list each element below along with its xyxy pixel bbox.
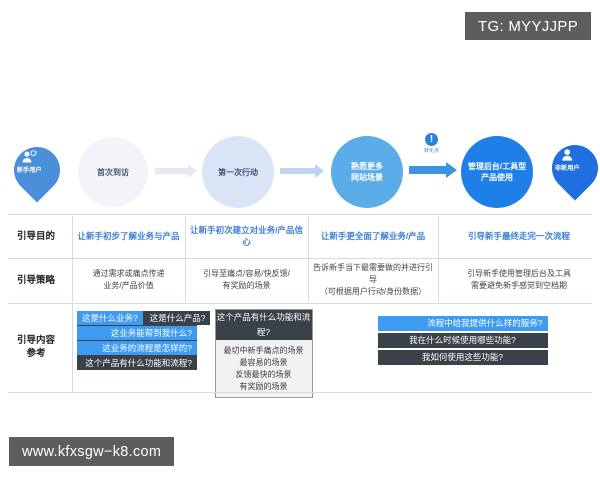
goal-cell-1: 让新手初步了解业务与产品 bbox=[72, 214, 185, 258]
strategy-cell-4-text: 引导新手使用管理后台及工具 需要避免新手感觉到空档期 bbox=[467, 269, 571, 290]
strategy-cell-3-text: 告诉新手当下最需要做的并进行引导 （可根据用户行动/身份数据） bbox=[313, 263, 433, 296]
end-pin-label: 非新用户 bbox=[554, 165, 580, 173]
strategy-cell-1: 通过需求或痛点传递 业务/产品价值 bbox=[72, 258, 185, 302]
goal-cell-1-text: 让新手初步了解业务与产品 bbox=[77, 231, 180, 241]
flow-stage-more-scenes[interactable]: 熟悉更多 网站场景 bbox=[331, 136, 403, 208]
goal-cell-2: 让新手初次建立对业务/产品信心 bbox=[185, 214, 308, 258]
flow-stage-admin-tools[interactable]: 管理后台/工具型 产品使用 bbox=[461, 136, 533, 208]
bubble-group-2: 这个产品有什么功能和流程? 最切中新手痛点的场景 最容易的场景 反馈最快的场景 … bbox=[214, 309, 313, 398]
flow-stage-first-visit[interactable]: 首次到访 bbox=[78, 137, 148, 207]
table-divider-top bbox=[8, 214, 592, 215]
bubble-q5[interactable]: 这个产品有什么功能和流程? bbox=[77, 356, 197, 370]
bubble-q6[interactable]: 流程中给我提供什么样的服务? bbox=[377, 316, 548, 331]
table-vline-3 bbox=[308, 216, 309, 302]
site-watermark: www.kfxsgw−k8.com bbox=[9, 437, 175, 466]
flow-node-end-user[interactable]: 非新用户 bbox=[542, 135, 600, 201]
conversion-point-badge[interactable]: ! 转化点 bbox=[424, 133, 439, 154]
content-cell-1: 这是什么业务? 这是什么产品? 这业务能帮到我什么? 这业务的流程是怎样的? 这… bbox=[72, 302, 211, 392]
table-row-content: 引导内容 参考 这是什么业务? 这是什么产品? 这业务能帮到我什么? 这业务的流… bbox=[0, 302, 600, 398]
user-person-icon bbox=[562, 149, 573, 161]
row-label-content: 引导内容 参考 bbox=[16, 335, 55, 359]
scene-item-2: 最容易的场景 bbox=[239, 358, 288, 367]
bubble-q8[interactable]: 我如何使用这些功能? bbox=[377, 350, 548, 365]
strategy-cell-4: 引导新手使用管理后台及工具 需要避免新手感觉到空档期 bbox=[438, 258, 600, 302]
flow-stage-2-label: 第一次行动 bbox=[218, 167, 258, 177]
table-vline-4 bbox=[438, 216, 439, 302]
bubble-q7[interactable]: 我在什么时候使用哪些功能? bbox=[377, 333, 548, 348]
bubble-q1[interactable]: 这是什么业务? bbox=[77, 311, 143, 325]
flow-arrow-3 bbox=[409, 162, 457, 178]
content-cell-2: 这个产品有什么功能和流程? 最切中新手痛点的场景 最容易的场景 反馈最快的场景 … bbox=[202, 302, 325, 398]
row-label-goal: 引导目的 bbox=[16, 230, 55, 242]
telegram-watermark: TG: MYYJJPP bbox=[465, 12, 591, 40]
user-new-icon bbox=[22, 150, 38, 163]
table-divider-mid1 bbox=[8, 258, 592, 259]
guidance-table: 引导目的 让新手初步了解业务与产品 让新手初次建立对业务/产品信心 让新手更全面… bbox=[0, 214, 600, 398]
bubble-group-3: 流程中给我提供什么样的服务? 我在什么时候使用哪些功能? 我如何使用这些功能? bbox=[377, 316, 548, 365]
conversion-point-label: 转化点 bbox=[424, 148, 440, 154]
table-vline-5 bbox=[72, 304, 73, 392]
bubble-group-1-row-1: 这是什么业务? 这是什么产品? bbox=[77, 311, 211, 325]
flow-stage-3-label: 熟悉更多 网站场景 bbox=[351, 162, 383, 182]
scene-item-4: 有奖励的场景 bbox=[239, 382, 288, 391]
table-row-strategy: 引导策略 通过需求或痛点传递 业务/产品价值 引导至痛点/容易/快反馈/ 有奖励… bbox=[0, 258, 600, 302]
bubble-group-2-header[interactable]: 这个产品有什么功能和流程? bbox=[215, 310, 312, 340]
goal-cell-3-text: 让新手更全面了解业务/产品 bbox=[320, 231, 426, 241]
bubble-q4[interactable]: 这业务的流程是怎样的? bbox=[77, 341, 197, 355]
goal-cell-4: 引导新手最终走完一次流程 bbox=[438, 214, 600, 258]
flow-stage-1-label: 首次到访 bbox=[97, 167, 129, 177]
goal-cell-2-text: 让新手初次建立对业务/产品信心 bbox=[190, 225, 303, 247]
scene-item-3: 反馈最快的场景 bbox=[235, 370, 292, 379]
bubble-q2[interactable]: 这是什么产品? bbox=[144, 311, 211, 325]
strategy-cell-3: 告诉新手当下最需要做的并进行引导 （可根据用户行动/身份数据） bbox=[308, 258, 438, 302]
scene-item-1: 最切中新手痛点的场景 bbox=[223, 346, 304, 355]
table-divider-bottom bbox=[8, 392, 592, 393]
flow-arrow-1 bbox=[155, 164, 197, 178]
strategy-cell-1-text: 通过需求或痛点传递 业务/产品价值 bbox=[92, 269, 165, 290]
goal-cell-4-text: 引导新手最终走完一次流程 bbox=[467, 231, 570, 241]
row-label-strategy: 引导策略 bbox=[16, 274, 55, 286]
start-pin-label: 新手用户 bbox=[16, 167, 42, 175]
flow-node-start-user[interactable]: 新手用户 bbox=[4, 137, 70, 203]
table-vline-2 bbox=[185, 216, 186, 302]
end-pin-shape: 非新用户 bbox=[542, 135, 600, 201]
table-divider-mid2 bbox=[8, 303, 592, 304]
bubble-group-1: 这是什么业务? 这是什么产品? 这业务能帮到我什么? 这业务的流程是怎样的? 这… bbox=[77, 311, 211, 370]
start-pin-shape: 新手用户 bbox=[4, 137, 70, 203]
content-cell-3: 流程中给我提供什么样的服务? 我在什么时候使用哪些功能? 我如何使用这些功能? bbox=[325, 302, 600, 392]
strategy-cell-2: 引导至痛点/容易/快反馈/ 有奖励的场景 bbox=[185, 258, 308, 302]
table-vline-1 bbox=[72, 216, 73, 302]
goal-cell-3: 让新手更全面了解业务/产品 bbox=[308, 214, 438, 258]
flow-stage-first-action[interactable]: 第一次行动 bbox=[202, 136, 274, 208]
flow-diagram: 新手用户 首次到访 第一次行动 熟悉更多 网站场景 ! 转化 bbox=[0, 125, 600, 215]
table-row-goal: 引导目的 让新手初步了解业务与产品 让新手初次建立对业务/产品信心 让新手更全面… bbox=[0, 214, 600, 258]
flow-arrow-2 bbox=[280, 164, 324, 178]
bubble-q3[interactable]: 这业务能帮到我什么? bbox=[77, 326, 197, 340]
strategy-cell-2-text: 引导至痛点/容易/快反馈/ 有奖励的场景 bbox=[203, 269, 290, 290]
flow-stage-4-label: 管理后台/工具型 产品使用 bbox=[467, 162, 527, 182]
exclamation-icon: ! bbox=[425, 133, 438, 146]
